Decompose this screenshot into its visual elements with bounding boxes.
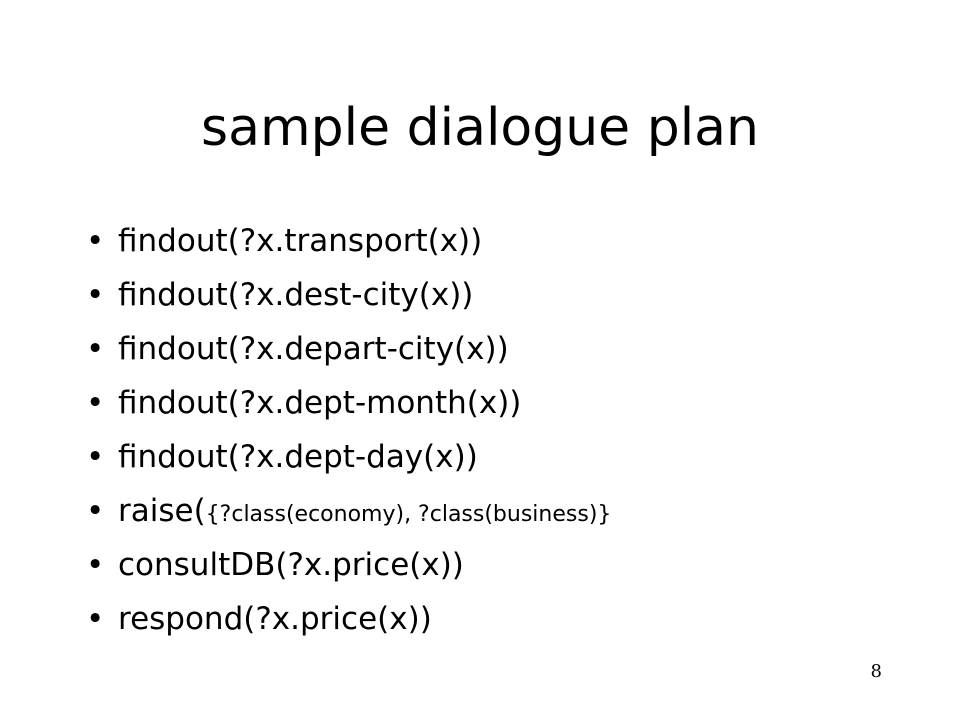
bullet-item-8: • respond(?x.price(x))	[86, 592, 936, 646]
bullet-text: findout(?x.dest-city(x))	[118, 277, 474, 313]
bullet-item-5: • findout(?x.dept-day(x))	[86, 430, 936, 484]
bullet-icon: •	[86, 277, 105, 313]
bullet-text: consultDB(?x.price(x))	[118, 547, 464, 583]
bullet-icon: •	[86, 439, 105, 475]
bullet-text: findout(?x.depart-city(x))	[118, 331, 509, 367]
bullet-text: raise(	[118, 493, 206, 529]
bullet-text: respond(?x.price(x))	[118, 601, 432, 637]
bullet-icon: •	[86, 223, 105, 259]
bullet-item-7: • consultDB(?x.price(x))	[86, 538, 936, 592]
bullet-icon: •	[86, 547, 105, 583]
bullet-text: findout(?x.dept-month(x))	[118, 385, 522, 421]
page-number: 8	[870, 661, 882, 682]
bullet-item-3: • findout(?x.depart-city(x))	[86, 322, 936, 376]
bullet-text: findout(?x.transport(x))	[118, 223, 483, 259]
bullet-icon: •	[86, 601, 105, 637]
bullet-list: • findout(?x.transport(x)) • findout(?x.de…	[86, 214, 936, 646]
bullet-icon: •	[86, 493, 105, 529]
bullet-icon: •	[86, 385, 105, 421]
bullet-text: findout(?x.dept-day(x))	[118, 439, 478, 475]
bullet-item-4: • findout(?x.dept-month(x))	[86, 376, 936, 430]
bullet-icon: •	[86, 331, 105, 367]
slide-title: sample dialogue plan	[201, 98, 759, 158]
bullet-item-6: • raise({?class(economy), ?class(business…	[86, 484, 936, 538]
raise-arguments: {?class(economy), ?class(business)}	[205, 502, 612, 527]
bullet-item-2: • findout(?x.dest-city(x))	[86, 268, 936, 322]
bullet-item-1: • findout(?x.transport(x))	[86, 214, 936, 268]
